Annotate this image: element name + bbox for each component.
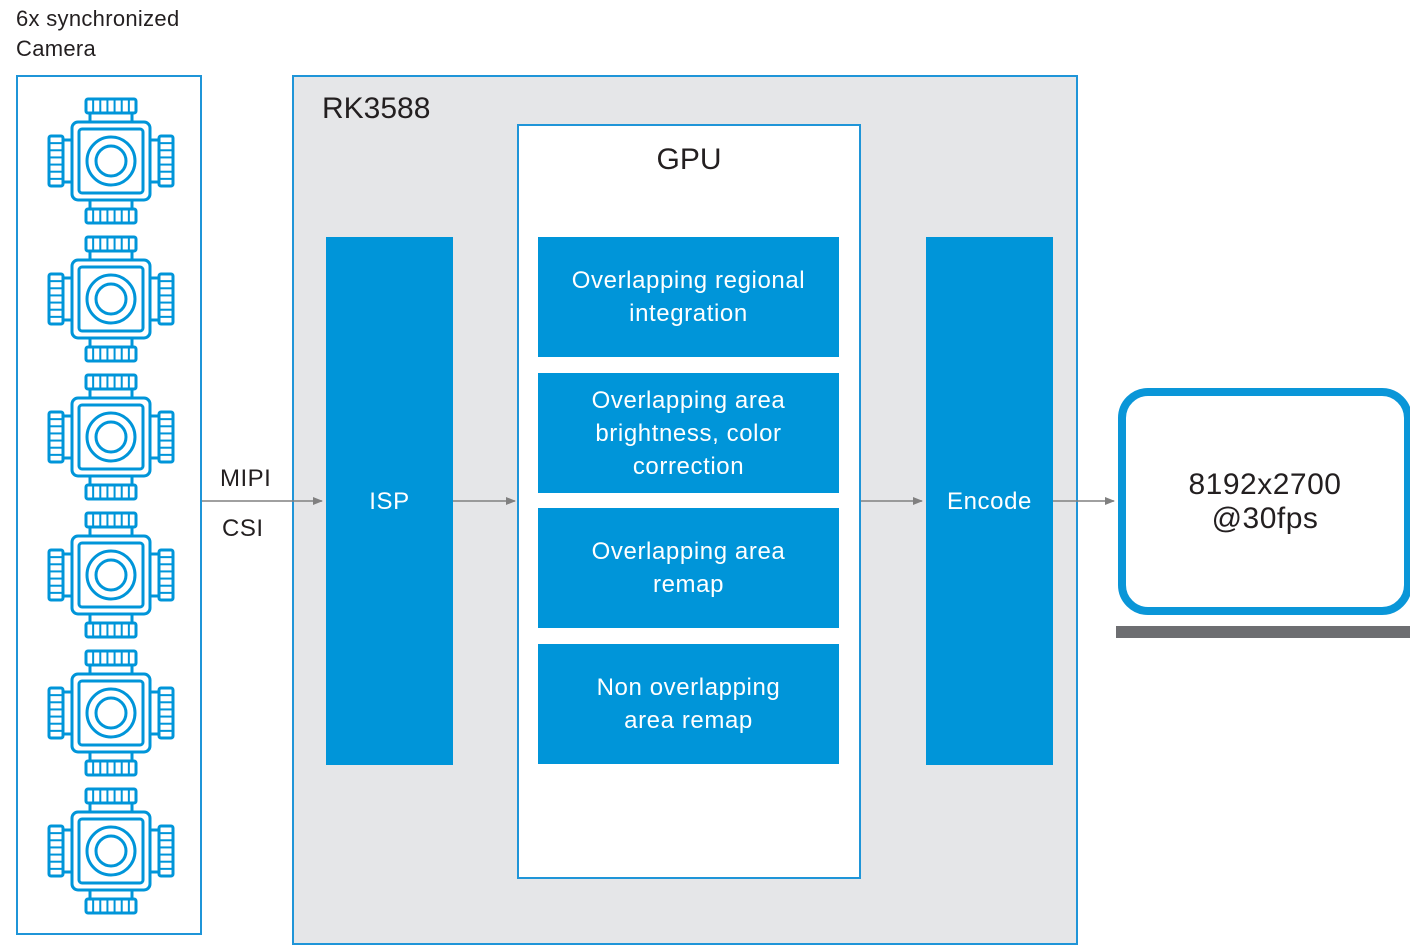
camera-module-icon [46,786,176,916]
isp-label: ISP [369,487,410,515]
gpu-step-3-line1: Overlapping area [591,538,786,565]
isp-block: ISP [326,237,453,765]
gpu-step-4-line1: Non overlapping [596,674,781,701]
camera-module-icon [46,372,176,502]
csi-label: CSI [222,515,264,542]
output-resolution: 8192x2700 [1188,467,1342,501]
output-monitor: 8192x2700 @30fps [1118,388,1410,615]
gpu-step-overlap-remap: Overlapping area remap [538,508,839,628]
gpu-step-1-line2: integration [629,300,748,327]
camera-title-line1: 6x synchronized [16,6,180,31]
monitor-stand [1116,626,1410,638]
camera-group-title: 6x synchronized Camera [16,4,179,64]
gpu-step-regional-integration: Overlapping regional integration [538,237,839,357]
encode-block: Encode [926,237,1053,765]
gpu-step-3-line2: remap [652,571,725,598]
gpu-step-4-line2: area remap [624,707,753,734]
output-framerate: @30fps [1211,501,1319,535]
mipi-label: MIPI [220,465,272,492]
camera-title-line2: Camera [16,36,97,61]
camera-module-icon [46,510,176,640]
camera-module-icon [46,648,176,778]
encode-label: Encode [947,487,1032,515]
gpu-step-2-line3: correction [632,452,745,480]
gpu-step-1-line1: Overlapping regional [571,267,806,294]
gpu-step-non-overlap-remap: Non overlapping area remap [538,644,839,764]
gpu-title: GPU [656,143,722,176]
camera-module-icon [46,96,176,226]
camera-panel [16,75,202,935]
gpu-step-brightness-color-correction: Overlapping area brightness, color corre… [538,373,839,493]
gpu-step-2-line1: Overlapping area [591,386,786,414]
soc-title: RK3588 [322,92,431,125]
gpu-step-2-line2: brightness, color [595,419,782,447]
camera-module-icon [46,234,176,364]
